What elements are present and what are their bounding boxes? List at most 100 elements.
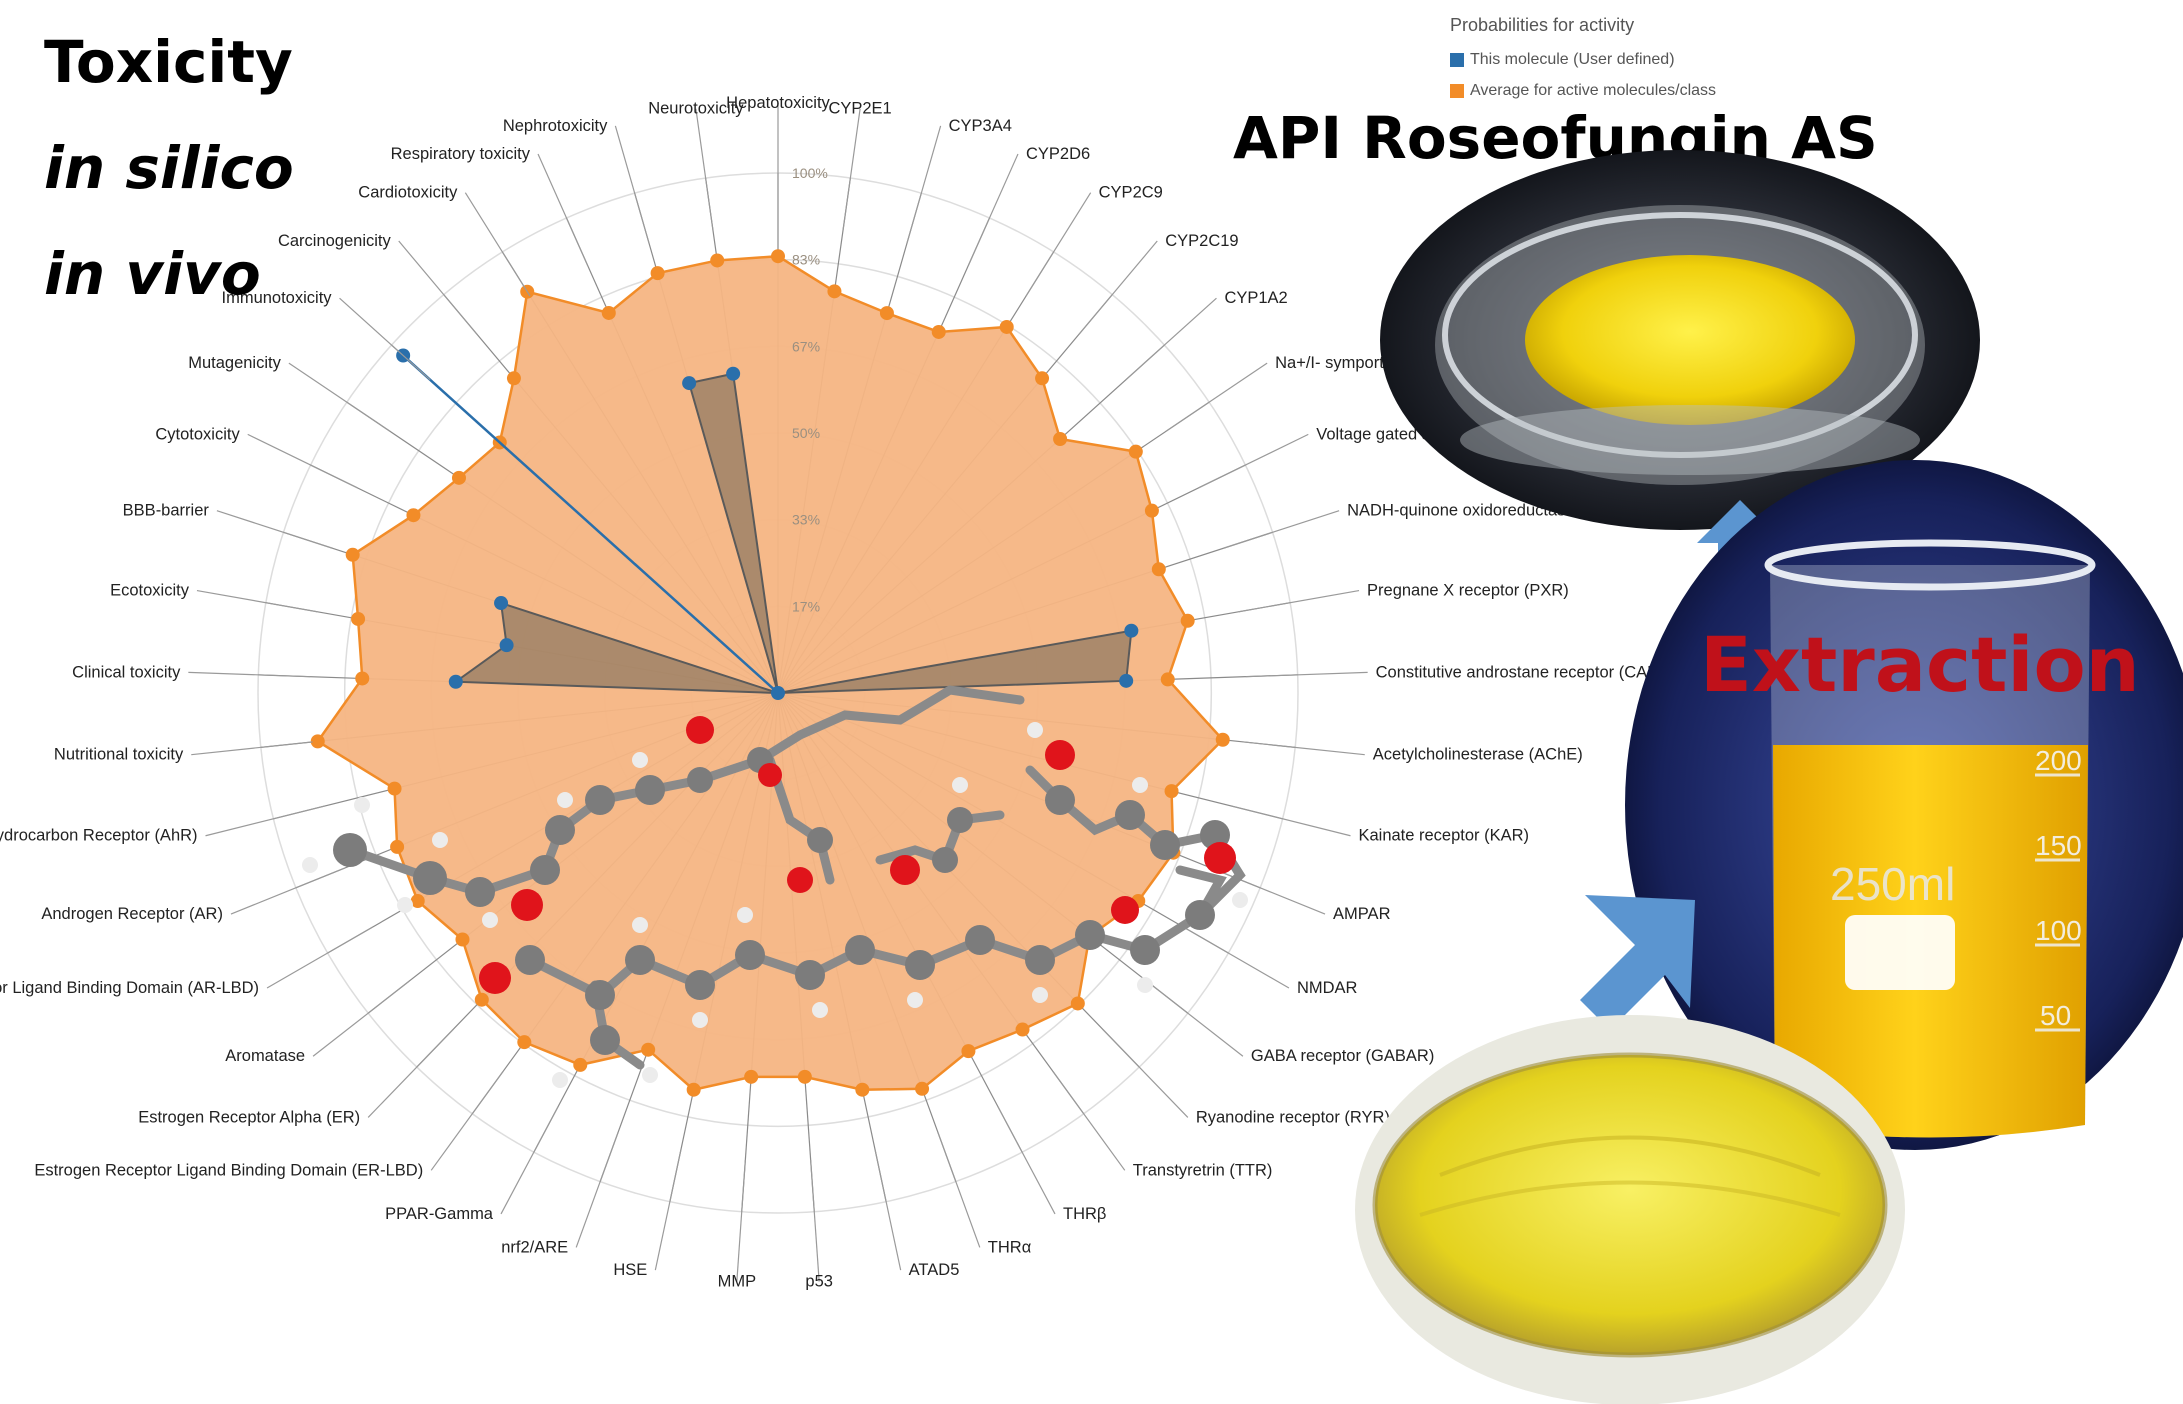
average-series-point	[1151, 562, 1166, 577]
category-label: Cardiotoxicity	[358, 184, 458, 202]
label-leader-line	[997, 1105, 1056, 1215]
category-label: HSE	[613, 1261, 647, 1279]
category-label: CYP2D6	[1026, 145, 1090, 163]
in-vivo-title: in vivo	[44, 240, 261, 308]
label-leader-line	[1211, 867, 1326, 915]
average-series-point	[387, 781, 402, 796]
label-leader-line	[695, 108, 714, 230]
category-label: Aryl hydrocarbon Receptor (AhR)	[0, 827, 198, 845]
average-series-point	[573, 1057, 588, 1072]
legend-item-average[interactable]: Average for active molecules/class	[1450, 75, 1716, 106]
beaker-tick-100: 100	[2035, 915, 2082, 946]
label-leader-line	[874, 1150, 902, 1271]
category-label: BBB-barrier	[123, 502, 210, 520]
average-series-point	[390, 839, 405, 854]
category-label: CYP2E1	[828, 100, 891, 118]
category-label: THRβ	[1063, 1205, 1106, 1223]
label-leader-line	[188, 671, 311, 678]
beaker-tick-200: 200	[2035, 745, 2082, 776]
category-label: MMP	[718, 1273, 757, 1291]
beaker-tick-50: 50	[2040, 1000, 2071, 1031]
label-leader-line	[1146, 980, 1244, 1057]
category-label: Transtyretrin (TTR)	[1133, 1161, 1273, 1179]
label-leader-line	[205, 805, 325, 837]
molecule-3d-model	[302, 685, 1248, 1088]
category-label: NMDAR	[1297, 979, 1358, 997]
label-leader-line	[288, 362, 391, 432]
category-label: PPAR-Gamma	[385, 1205, 494, 1223]
category-label: AMPAR	[1333, 905, 1391, 923]
category-label: Immunotoxicity	[222, 289, 333, 307]
label-leader-line	[1198, 433, 1309, 489]
label-leader-line	[1182, 926, 1290, 989]
label-leader-line	[312, 980, 410, 1057]
category-label: CYP2C9	[1099, 184, 1163, 202]
category-label: Respiratory toxicity	[391, 145, 531, 163]
label-leader-line	[247, 433, 358, 489]
average-series-point	[410, 894, 425, 908]
radial-tick-label: 33%	[792, 512, 820, 528]
category-label: Cytotoxicity	[155, 425, 240, 443]
average-series-point	[1160, 672, 1175, 687]
category-label: THRα	[988, 1238, 1032, 1256]
radial-tick-label: 100%	[792, 165, 828, 181]
label-leader-line	[216, 510, 334, 549]
label-leader-line	[810, 1159, 820, 1282]
beaker-volume-label: 250ml	[1830, 858, 1955, 910]
label-leader-line	[1231, 805, 1351, 837]
average-series-point	[451, 470, 466, 485]
average-series-point	[1053, 431, 1068, 446]
average-series-point	[455, 932, 470, 947]
label-leader-line	[1243, 741, 1365, 756]
label-leader-line	[736, 1159, 746, 1282]
label-leader-line	[906, 125, 942, 244]
legend-label-average: Average for active molecules/class	[1470, 81, 1717, 99]
legend-item-molecule[interactable]: This molecule (User defined)	[1450, 44, 1716, 75]
category-label: Ecotoxicity	[110, 582, 190, 600]
category-label: Estrogen Receptor Alpha (ER)	[138, 1108, 360, 1126]
average-series-point	[1164, 784, 1179, 799]
category-label: CYP1A2	[1224, 289, 1287, 307]
legend-swatch-average	[1450, 83, 1464, 98]
label-leader-line	[339, 297, 431, 381]
category-label: Carcinogenicity	[278, 232, 392, 250]
category-label: Acetylcholinesterase (AChE)	[1373, 746, 1583, 764]
in-silico-title: in silico	[44, 134, 294, 202]
category-label: Pregnane X receptor (PXR)	[1367, 582, 1569, 600]
average-series-point	[1070, 996, 1085, 1011]
category-label: Neurotoxicity	[648, 100, 744, 118]
category-label: Estrogen Receptor Ligand Binding Domain …	[34, 1161, 423, 1179]
label-leader-line	[464, 192, 531, 297]
average-series-point	[474, 992, 489, 1007]
label-leader-line	[614, 125, 650, 244]
average-series-point	[1144, 503, 1159, 518]
radial-tick-label: 17%	[792, 598, 820, 614]
top-petri-dish-photo	[1380, 150, 1980, 530]
molecule-series-point	[726, 366, 741, 381]
label-leader-line	[967, 153, 1019, 266]
category-label: nrf2/ARE	[501, 1238, 568, 1256]
radial-tick-label: 67%	[792, 338, 820, 354]
category-label: CYP3A4	[949, 117, 1012, 135]
molecule-series-point	[448, 674, 463, 689]
average-series-point	[827, 284, 842, 299]
label-leader-line	[1102, 1029, 1189, 1118]
category-label: GABA receptor (GABAR)	[1251, 1047, 1434, 1065]
average-series-point	[931, 324, 946, 339]
average-series-point	[310, 734, 325, 749]
radar-center-point	[771, 686, 785, 700]
chart-legend: Probabilities for activity This molecule…	[1450, 15, 1716, 106]
average-series-point	[1035, 371, 1050, 386]
bottom-petri-dish-photo	[1355, 1015, 1905, 1404]
average-series-point	[650, 266, 665, 281]
label-leader-line	[1052, 1071, 1126, 1171]
diagonal-arrow-icon	[1580, 895, 1695, 1030]
legend-swatch-molecule	[1450, 52, 1464, 67]
category-label: Androgen Receptor Ligand Binding Domain …	[0, 979, 259, 997]
average-series-point	[710, 253, 725, 268]
label-leader-line	[1165, 362, 1268, 432]
category-label: ATAD5	[909, 1261, 960, 1279]
category-label-layer: HepatotoxicityCYP2E1CYP3A4CYP2D6CYP2C9CY…	[0, 94, 1665, 1291]
label-leader-line	[842, 108, 861, 230]
